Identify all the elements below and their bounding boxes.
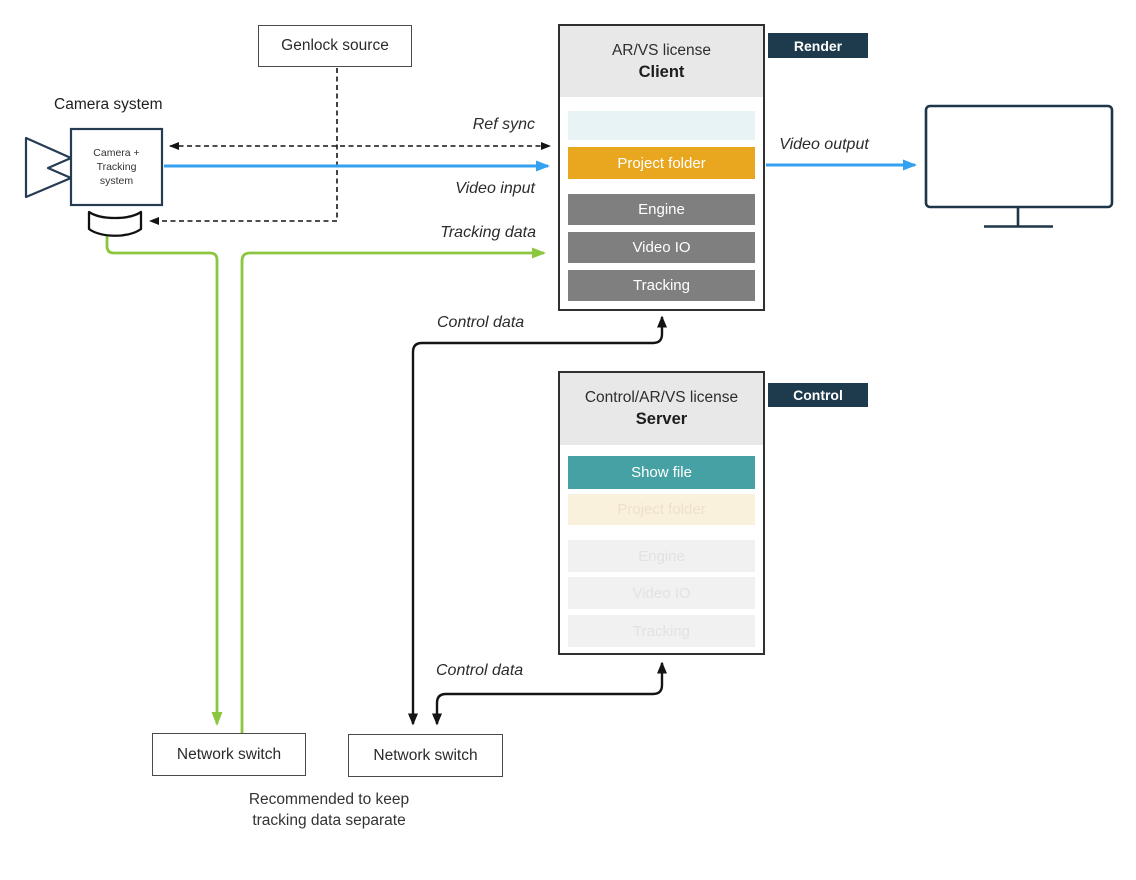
- server-row-tracking: Tracking: [568, 615, 755, 647]
- network-switch-tracking-box: Network switch: [152, 733, 306, 776]
- genlock-to-tracker-dashed-line: [149, 68, 338, 225]
- server-row-engine: Engine: [568, 540, 755, 572]
- monitor-stand: [984, 207, 1053, 228]
- client-role-label: Client: [638, 62, 685, 81]
- client-header: AR/VS license Client: [560, 26, 763, 97]
- render-tag: Render: [768, 33, 868, 58]
- network-switch-tracking-label: Network switch: [176, 745, 282, 763]
- camera-lens-icon: [24, 136, 73, 199]
- client-box: AR/VS license Client Project folder Engi…: [558, 24, 765, 311]
- client-row-engine: Engine: [568, 194, 755, 225]
- client-license-label: AR/VS license: [611, 41, 712, 59]
- genlock-source-box: Genlock source: [258, 25, 412, 67]
- tracking-note: Recommended to keep tracking data separa…: [204, 789, 454, 831]
- server-role-label: Server: [635, 410, 688, 428]
- server-header: Control/AR/VS license Server: [560, 373, 763, 445]
- server-row-show-file: Show file: [568, 456, 755, 489]
- tracking-note-line-2: tracking data separate: [252, 812, 406, 829]
- client-row-project-folder: Project folder: [568, 147, 755, 179]
- client-row-tracking: Tracking: [568, 270, 755, 301]
- monitor-icon: [924, 104, 1114, 228]
- camera-body-line-2: Tracking: [96, 161, 137, 173]
- tracking-data-label: Tracking data: [440, 224, 536, 241]
- camera-system-title: Camera system: [54, 96, 163, 113]
- monitor-screen: [924, 104, 1114, 209]
- tracking-device-icon: [87, 210, 143, 237]
- video-input-label: Video input: [455, 180, 535, 197]
- camera-body-line-1: Camera +: [93, 147, 140, 159]
- network-switch-control-box: Network switch: [348, 734, 503, 777]
- control-switch-to-client-line: [408, 315, 667, 726]
- camera-body-label: Camera + Tracking system: [73, 136, 160, 198]
- camera-body: [69, 127, 164, 207]
- control-data-server-label: Control data: [436, 662, 524, 679]
- client-row-video-io: Video IO: [568, 232, 755, 263]
- control-switch-to-server-line: [432, 661, 667, 726]
- genlock-source-label: Genlock source: [281, 37, 389, 54]
- server-row-project-folder: Project folder: [568, 494, 755, 525]
- server-box: Control/AR/VS license Server Show file P…: [558, 371, 765, 655]
- server-license-label: Control/AR/VS license: [584, 389, 739, 406]
- camera-icon: [24, 127, 164, 237]
- network-switch-control-label: Network switch: [373, 746, 478, 764]
- server-row-video-io: Video IO: [568, 577, 755, 609]
- client-row-empty: [568, 111, 755, 140]
- tracking-note-line-1: Recommended to keep: [248, 791, 410, 808]
- control-tag: Control: [768, 383, 868, 407]
- camera-body-line-3: system: [99, 175, 134, 187]
- ref-sync-label: Ref sync: [472, 116, 535, 133]
- tracking-camera-to-switch-line: [105, 234, 223, 726]
- video-output-label: Video output: [779, 136, 869, 153]
- control-data-client-label: Control data: [437, 314, 525, 331]
- tracking-switch-to-client-line: [240, 247, 546, 733]
